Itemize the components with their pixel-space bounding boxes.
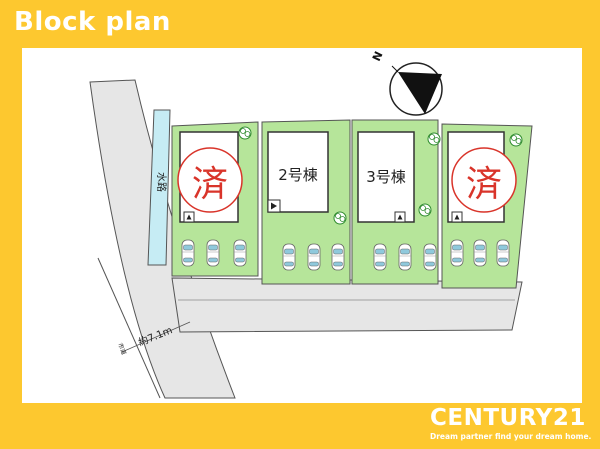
car-icon <box>398 243 412 271</box>
car-icon <box>473 239 487 267</box>
north-arrow-icon: N <box>370 49 443 116</box>
lot-4-label: 済 <box>466 164 502 205</box>
road-type-label: 市道 <box>116 342 128 356</box>
car-icon <box>233 239 247 267</box>
car-icon <box>496 239 510 267</box>
sold-stamp <box>177 147 243 213</box>
car-icon <box>331 243 345 271</box>
brand-tagline: Dream partner find your dream home. <box>430 432 592 441</box>
canal <box>147 109 171 266</box>
tree-icon <box>418 203 432 217</box>
brand-logo: CENTURY21 Dream partner find your dream … <box>420 405 595 445</box>
lot-3-label: 3号棟 <box>366 168 406 186</box>
canal-label: 水路 <box>155 172 168 192</box>
lot-2-label: 2号棟 <box>278 166 318 184</box>
tree-icon <box>238 126 252 140</box>
north-label: N <box>370 49 386 63</box>
house-2 <box>267 131 329 213</box>
car-icon <box>450 239 464 267</box>
sold-stamp <box>451 147 517 213</box>
tree-icon <box>427 132 441 146</box>
page-title: Block plan <box>14 7 171 37</box>
car-icon <box>307 243 321 271</box>
brand-name: CENTURY21 <box>430 405 586 431</box>
car-icon <box>206 239 220 267</box>
car-icon <box>282 243 296 271</box>
lot-1-label: 済 <box>192 164 228 205</box>
house-3 <box>357 131 415 223</box>
tree-icon <box>333 211 347 225</box>
tree-icon <box>509 133 523 147</box>
car-icon <box>423 243 437 271</box>
car-icon <box>373 243 387 271</box>
car-icon <box>181 239 195 267</box>
